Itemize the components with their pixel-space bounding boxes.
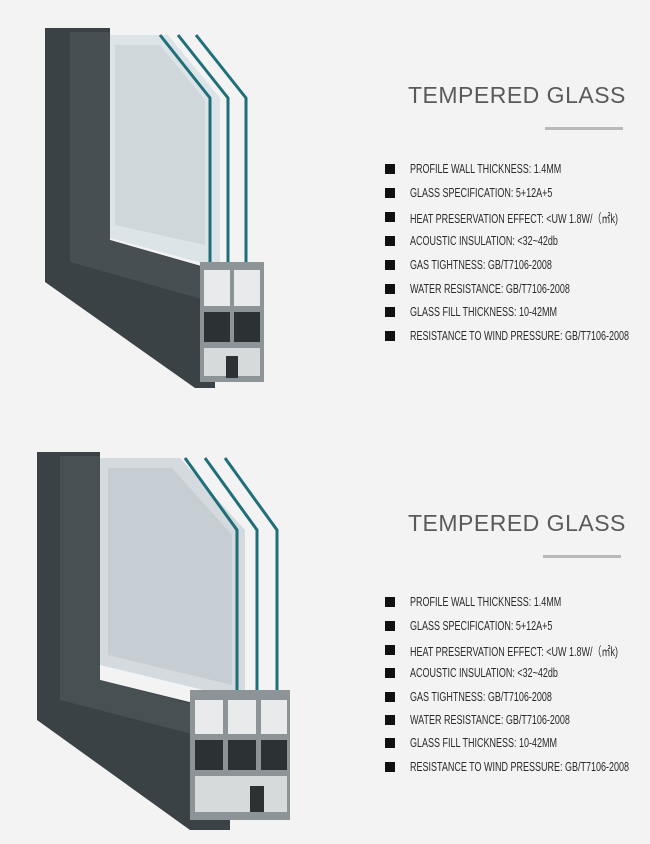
bullet-square-icon bbox=[385, 597, 395, 607]
spec-text: WATER RESISTANCE: GB/T7106-2008 bbox=[410, 713, 570, 727]
spec-text: ACOUSTIC INSULATION: <32~42db bbox=[410, 234, 558, 248]
spec-item: GAS TIGHTNESS: GB/T7106-2008 bbox=[385, 690, 607, 704]
section-title: TEMPERED GLASS bbox=[408, 82, 626, 108]
spec-text: RESISTANCE TO WIND PRESSURE: GB/T7106-20… bbox=[410, 760, 630, 774]
spec-text: GAS TIGHTNESS: GB/T7106-2008 bbox=[410, 690, 552, 704]
bullet-square-icon bbox=[385, 692, 395, 702]
bullet-square-icon bbox=[385, 307, 395, 317]
spec-item: WATER RESISTANCE: GB/T7106-2008 bbox=[385, 713, 632, 727]
bullet-square-icon bbox=[385, 715, 395, 725]
spec-item: PROFILE WALL THICKNESS: 1.4MM bbox=[385, 595, 620, 609]
spec-text: PROFILE WALL THICKNESS: 1.4MM bbox=[410, 162, 562, 176]
bullet-square-icon bbox=[385, 236, 395, 246]
bullet-square-icon bbox=[385, 331, 395, 341]
spec-item: GLASS FILL THICKNESS: 10-42MM bbox=[385, 736, 614, 750]
spec-text: WATER RESISTANCE: GB/T7106-2008 bbox=[410, 282, 570, 296]
bullet-square-icon bbox=[385, 645, 395, 655]
bullet-square-icon bbox=[385, 164, 395, 174]
spec-item: ACOUSTIC INSULATION: <32~42db bbox=[385, 234, 615, 248]
spec-item: GLASS SPECIFICATION: 5+12A+5 bbox=[385, 186, 608, 200]
spec-item: RESISTANCE TO WIND PRESSURE: GB/T7106-20… bbox=[385, 760, 650, 774]
bullet-square-icon bbox=[385, 212, 395, 222]
section-title: TEMPERED GLASS bbox=[408, 510, 626, 536]
bullet-square-icon bbox=[385, 260, 395, 270]
spec-item: HEAT PRESERVATION EFFECT: <UW 1.8W/（㎡k) bbox=[385, 643, 650, 659]
title-underline bbox=[545, 127, 623, 130]
spec-text: RESISTANCE TO WIND PRESSURE: GB/T7106-20… bbox=[410, 329, 630, 343]
spec-item: GLASS SPECIFICATION: 5+12A+5 bbox=[385, 619, 608, 633]
spec-text: PROFILE WALL THICKNESS: 1.4MM bbox=[410, 595, 562, 609]
spec-text: GLASS FILL THICKNESS: 10-42MM bbox=[410, 305, 558, 319]
bullet-square-icon bbox=[385, 738, 395, 748]
spec-text: GLASS SPECIFICATION: 5+12A+5 bbox=[410, 186, 553, 200]
bullet-square-icon bbox=[385, 621, 395, 631]
spec-text: GLASS SPECIFICATION: 5+12A+5 bbox=[410, 619, 553, 633]
title-underline bbox=[543, 555, 621, 558]
spec-text: GLASS FILL THICKNESS: 10-42MM bbox=[410, 736, 558, 750]
window-profile-illustration-double bbox=[45, 28, 264, 388]
spec-item: HEAT PRESERVATION EFFECT: <UW 1.8W/（㎡k) bbox=[385, 210, 650, 226]
bullet-square-icon bbox=[385, 284, 395, 294]
spec-item: GLASS FILL THICKNESS: 10-42MM bbox=[385, 305, 614, 319]
bullet-square-icon bbox=[385, 188, 395, 198]
window-profile-illustration-triple bbox=[37, 452, 290, 830]
spec-text: ACOUSTIC INSULATION: <32~42db bbox=[410, 666, 558, 680]
spec-text: HEAT PRESERVATION EFFECT: <UW 1.8W/（㎡k) bbox=[410, 211, 618, 226]
spec-item: GAS TIGHTNESS: GB/T7106-2008 bbox=[385, 258, 607, 272]
spec-text: HEAT PRESERVATION EFFECT: <UW 1.8W/（㎡k) bbox=[410, 644, 618, 659]
bullet-square-icon bbox=[385, 762, 395, 772]
spec-item: RESISTANCE TO WIND PRESSURE: GB/T7106-20… bbox=[385, 329, 650, 343]
spec-text: GAS TIGHTNESS: GB/T7106-2008 bbox=[410, 258, 552, 272]
spec-item: ACOUSTIC INSULATION: <32~42db bbox=[385, 666, 615, 680]
bullet-square-icon bbox=[385, 668, 395, 678]
spec-item: PROFILE WALL THICKNESS: 1.4MM bbox=[385, 162, 620, 176]
spec-item: WATER RESISTANCE: GB/T7106-2008 bbox=[385, 282, 632, 296]
